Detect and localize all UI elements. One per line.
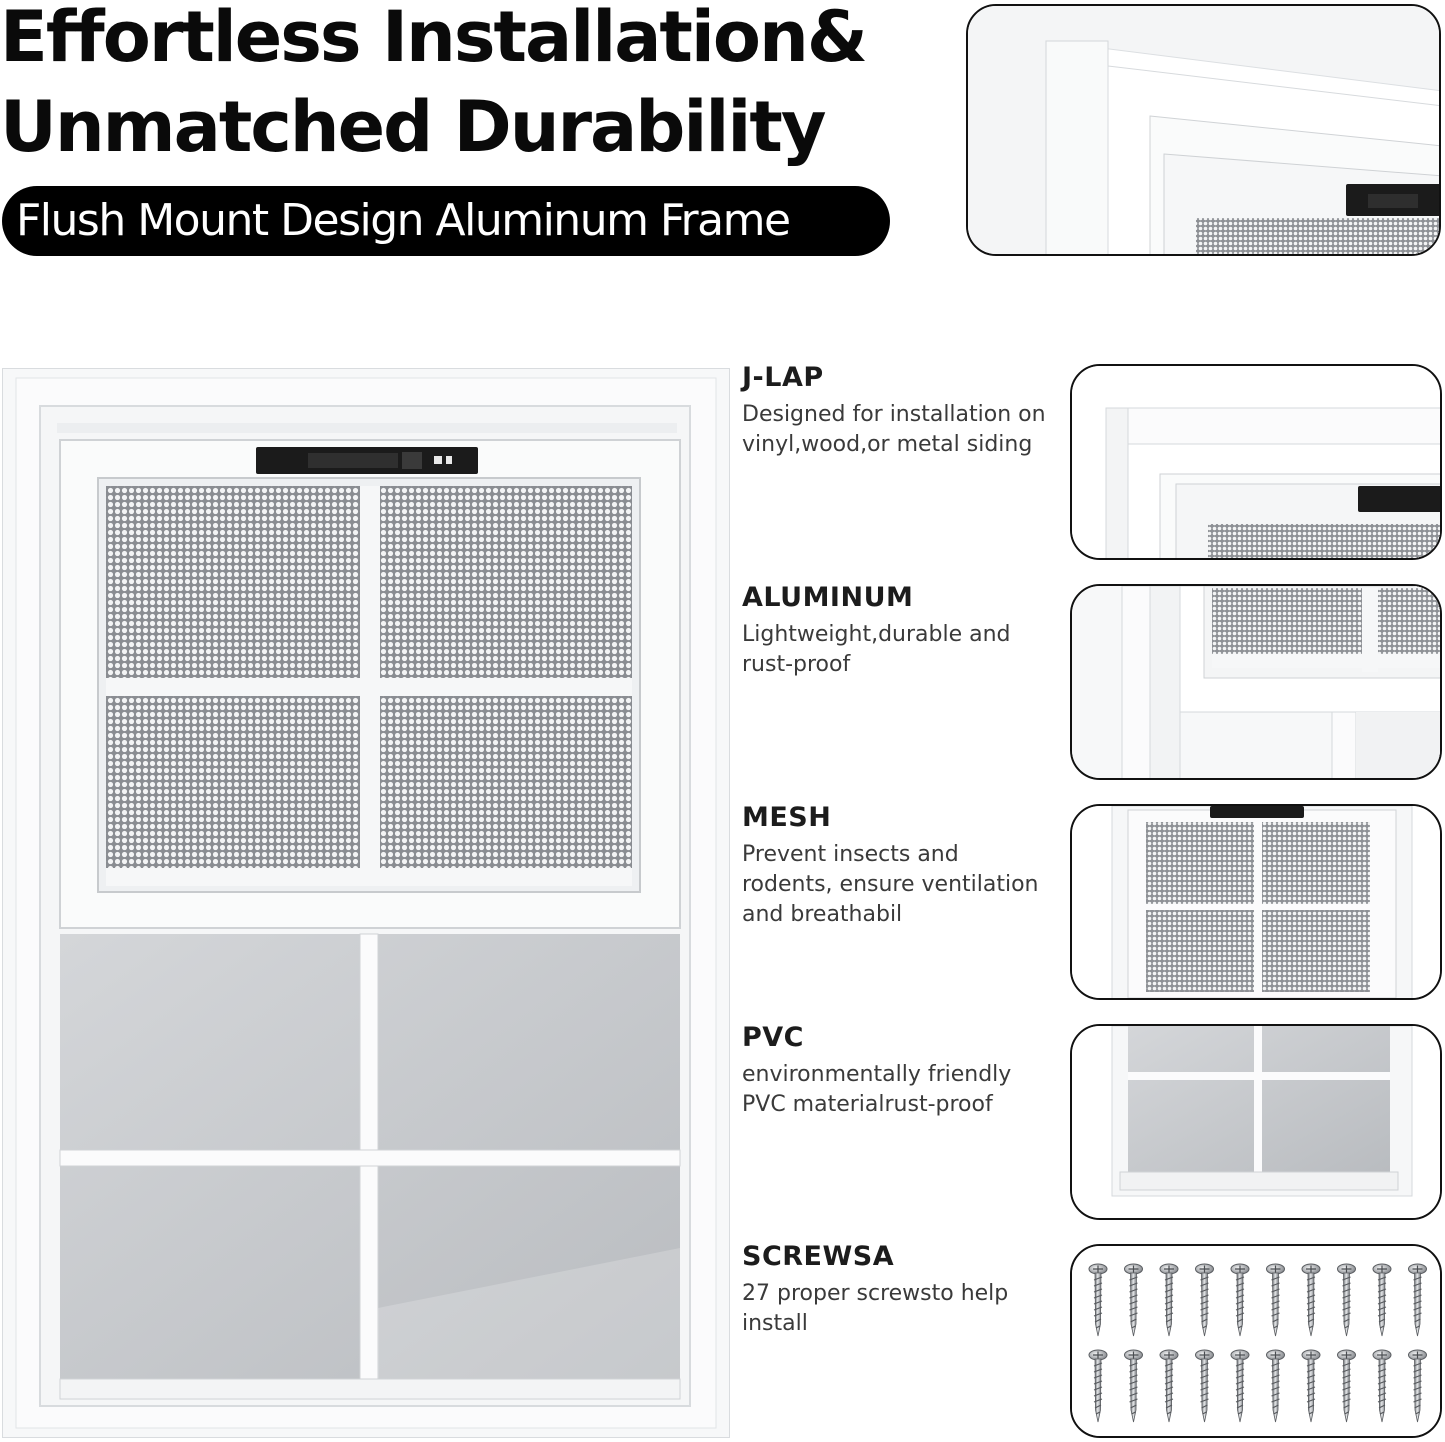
screws-detail-image xyxy=(1070,1244,1442,1438)
j-lap-detail-image xyxy=(1070,364,1442,560)
aluminum-detail-image xyxy=(1070,584,1442,780)
page-title-line1: Effortless Installation& xyxy=(0,0,868,78)
feature-j-lap: J-LAP Designed for installation on vinyl… xyxy=(742,362,1052,460)
feature-title: SCREWSA xyxy=(742,1241,895,1272)
feature-aluminum: ALUMINUM Lightweight,durable and rust-pr… xyxy=(742,582,1052,680)
design-badge: Flush Mount Design Aluminum Frame xyxy=(2,186,890,256)
feature-description: 27 proper screwsto help install xyxy=(742,1281,1009,1336)
window-product-image xyxy=(2,368,730,1438)
feature-description: environmentally friendly PVC materialrus… xyxy=(742,1062,1012,1117)
latch-icon xyxy=(256,447,478,474)
feature-pvc: PVC environmentally friendly PVC materia… xyxy=(742,1022,1052,1120)
feature-mesh: MESH Prevent insects and rodents, ensure… xyxy=(742,802,1052,930)
feature-title: PVC xyxy=(742,1022,804,1053)
feature-screws: SCREWSA 27 proper screwsto help install xyxy=(742,1241,1052,1339)
feature-title: MESH xyxy=(742,802,832,833)
mesh-detail-image xyxy=(1070,804,1442,1000)
frame-corner-detail-image xyxy=(966,4,1441,256)
page-title-line2: Unmatched Durability xyxy=(0,86,826,168)
screw-grid xyxy=(1072,1246,1440,1436)
feature-description: Prevent insects and rodents, ensure vent… xyxy=(742,842,1039,927)
feature-title: J-LAP xyxy=(742,362,824,393)
feature-title: ALUMINUM xyxy=(742,582,914,613)
pvc-detail-image xyxy=(1070,1024,1442,1220)
feature-description: Designed for installation on vinyl,wood,… xyxy=(742,402,1046,457)
feature-description: Lightweight,durable and rust-proof xyxy=(742,622,1011,677)
